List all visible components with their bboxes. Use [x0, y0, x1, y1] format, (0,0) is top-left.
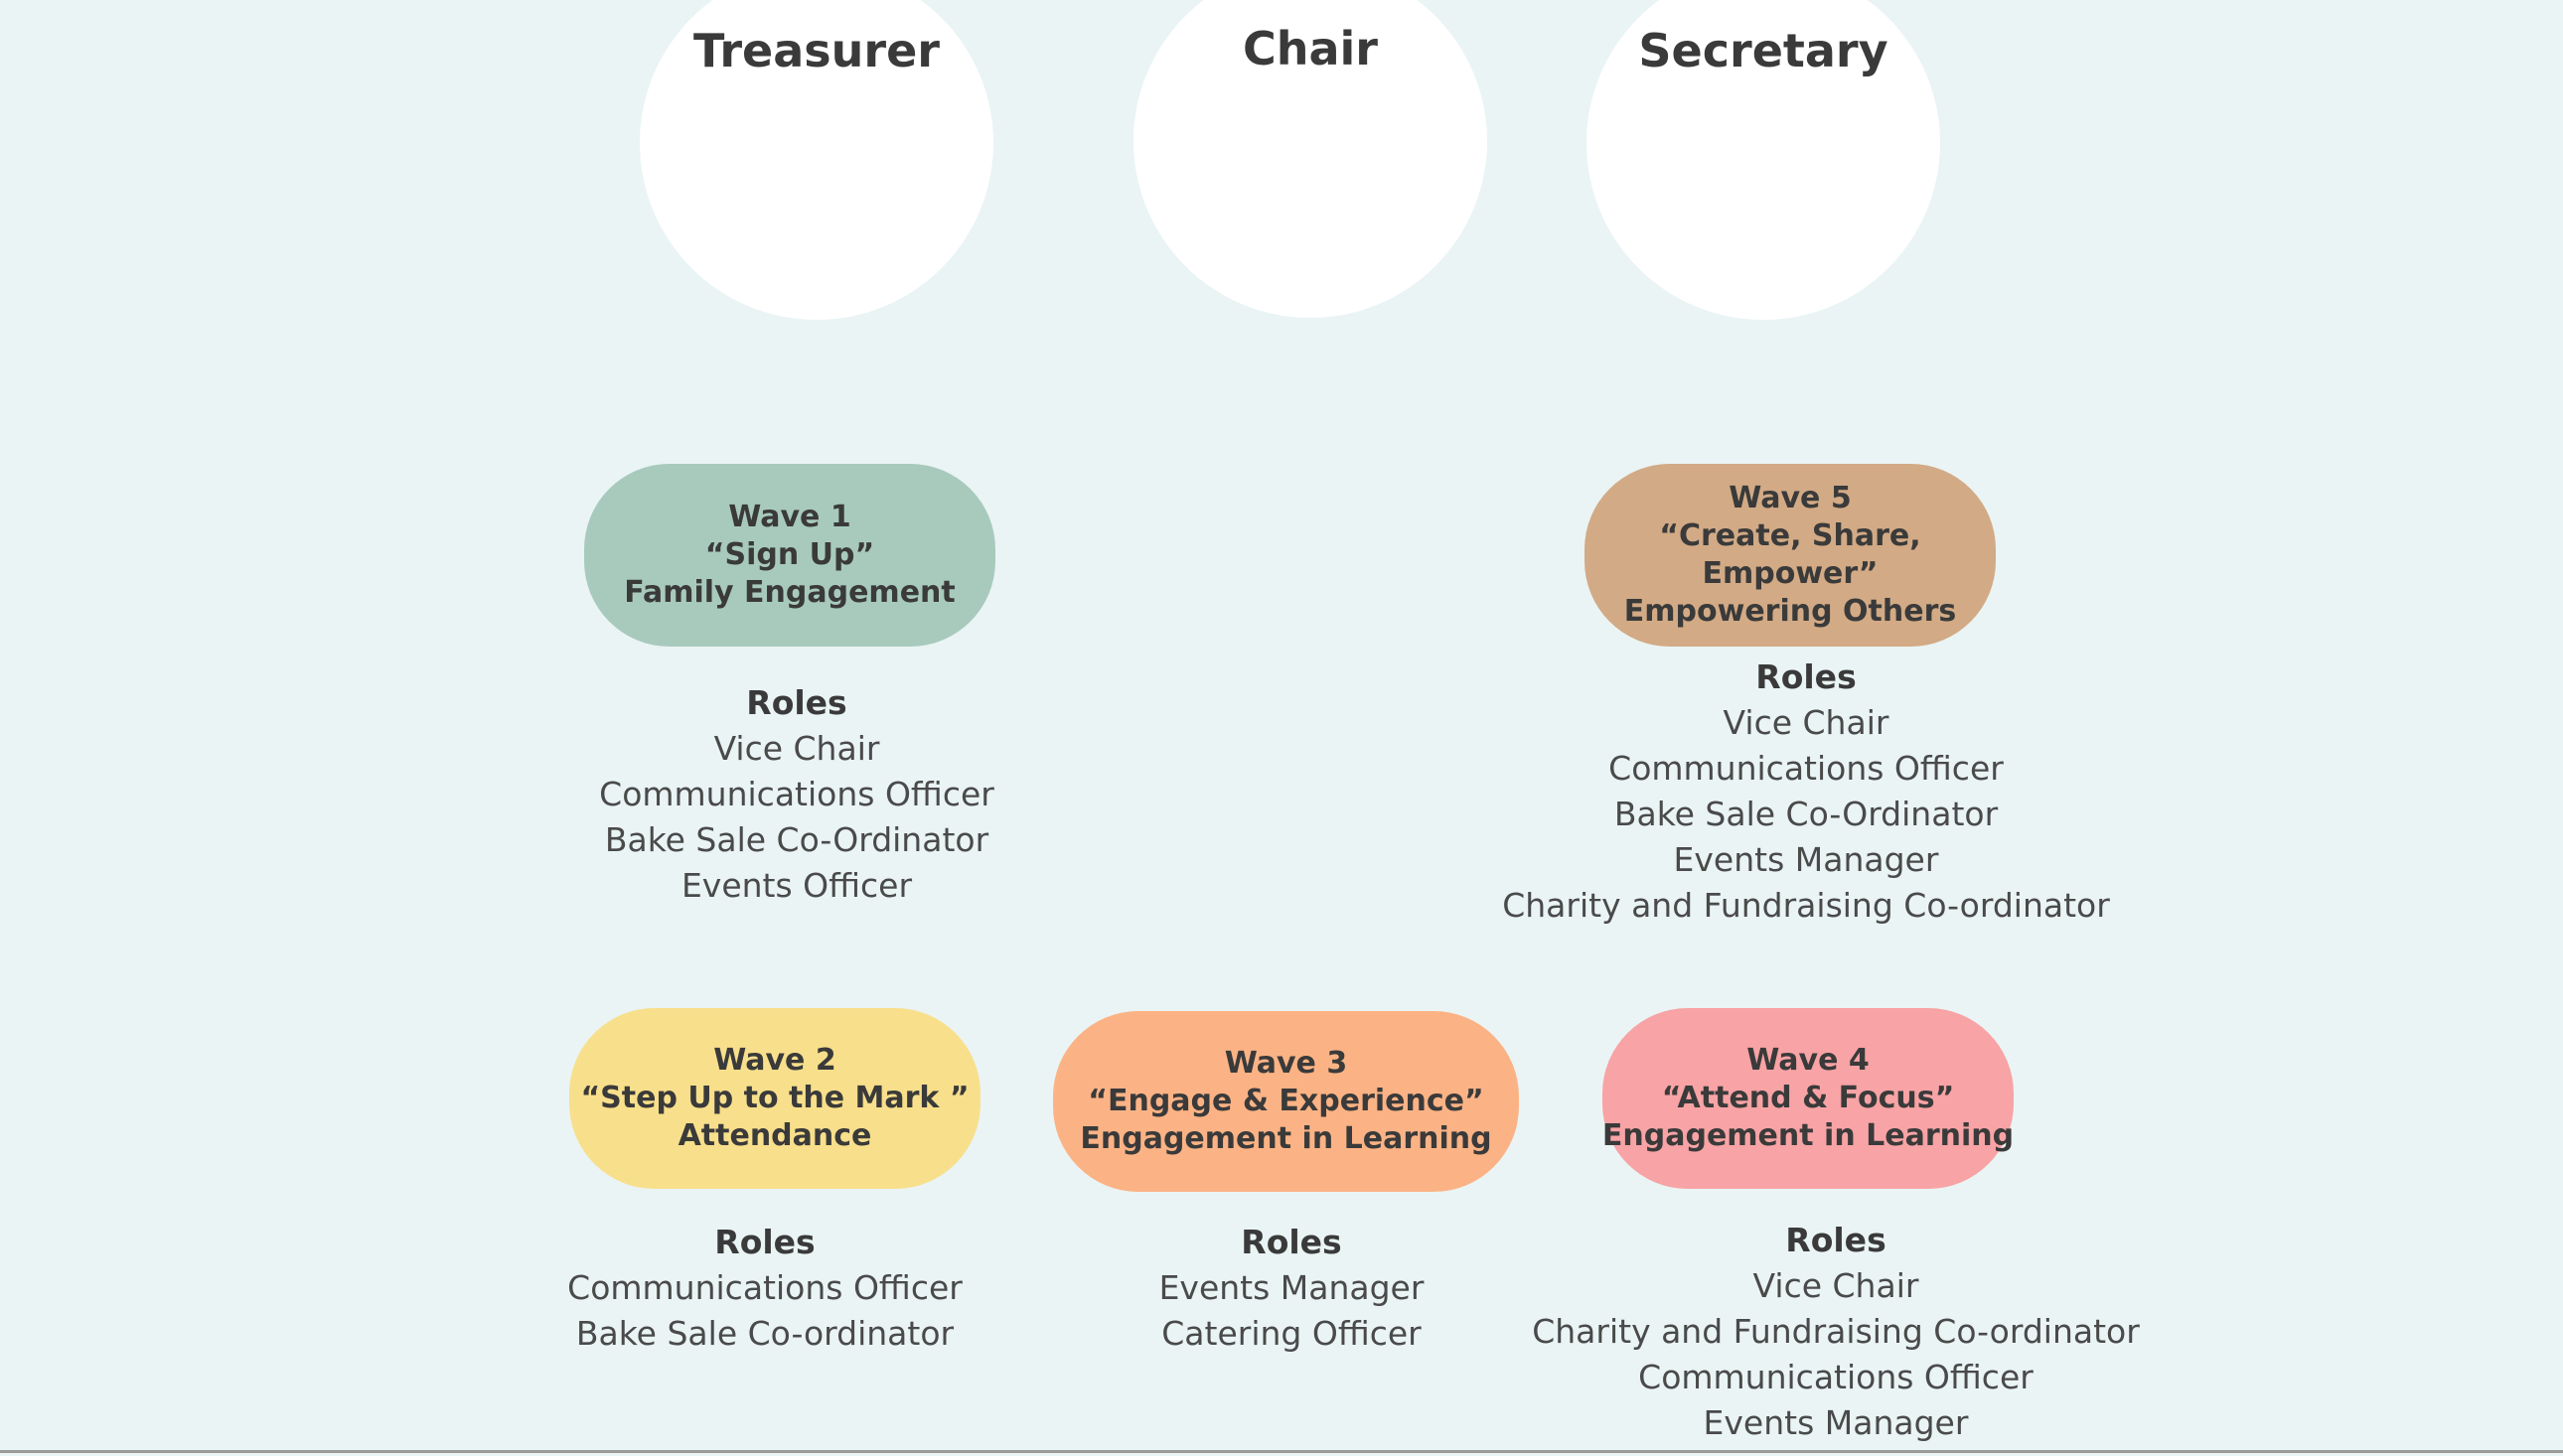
wave-4-role: Vice Chair	[1752, 1266, 1919, 1305]
wave-3-roles-heading: Roles	[1241, 1223, 1342, 1261]
wave-5-line-4: Empowering Others	[1623, 594, 1957, 629]
wave-3-pill: Wave 3 “Engage & Experience” Engagement …	[1053, 1011, 1519, 1192]
wave-2-pill: Wave 2 “Step Up to the Mark ” Attendance	[569, 1008, 980, 1189]
wave-2-line-1: Wave 2	[713, 1043, 836, 1078]
wave-1-pill: Wave 1 “Sign Up” Family Engagement	[584, 464, 995, 647]
wave-5-line-2: “Create, Share,	[1659, 518, 1921, 553]
wave-4-line-3: Engagement in Learning	[1601, 1118, 2015, 1153]
wave-5-roles-heading: Roles	[1755, 657, 1857, 696]
wave-2-title: Wave 2 “Step Up to the Mark ” Attendance	[580, 1042, 969, 1155]
wave-3-line-3: Engagement in Learning	[1080, 1121, 1492, 1156]
wave-2-roles-heading: Roles	[714, 1223, 816, 1261]
wave-4-roles-heading: Roles	[1785, 1221, 1886, 1259]
wave-5-title: Wave 5 “Create, Share, Empower” Empoweri…	[1624, 480, 1956, 631]
wave-4-roles: Roles Vice Chair Charity and Fundraising…	[1532, 1218, 2140, 1446]
wave-2-line-3: Attendance	[678, 1118, 872, 1153]
wave-3-role: Catering Officer	[1161, 1314, 1422, 1353]
wave-1-line-3: Family Engagement	[624, 575, 956, 610]
wave-5-roles: Roles Vice Chair Communications Officer …	[1502, 655, 2110, 929]
wave-5-role: Bake Sale Co-Ordinator	[1613, 795, 1999, 833]
wave-2-line-2: “Step Up to the Mark ”	[580, 1081, 970, 1115]
wave-5-role: Vice Chair	[1723, 703, 1889, 742]
officer-label-chair: Chair	[1242, 22, 1378, 75]
bottom-divider	[0, 1450, 2563, 1453]
wave-3-line-2: “Engage & Experience”	[1088, 1084, 1484, 1118]
officer-circle-secretary: Secretary	[1586, 0, 1940, 320]
wave-2-role: Communications Officer	[567, 1268, 963, 1307]
wave-3-title: Wave 3 “Engage & Experience” Engagement …	[1080, 1045, 1491, 1158]
wave-4-role: Charity and Fundraising Co-ordinator	[1532, 1312, 2140, 1351]
wave-4-line-1: Wave 4	[1746, 1043, 1870, 1078]
wave-1-role: Communications Officer	[599, 775, 994, 813]
wave-1-roles-heading: Roles	[746, 683, 847, 722]
officer-circle-chair: Chair	[1133, 0, 1487, 318]
wave-2-role: Bake Sale Co-ordinator	[575, 1314, 955, 1353]
wave-5-pill: Wave 5 “Create, Share, Empower” Empoweri…	[1584, 464, 1996, 647]
wave-1-role: Vice Chair	[713, 729, 880, 768]
wave-4-role: Events Manager	[1703, 1403, 1969, 1442]
wave-5-line-3: Empower”	[1702, 556, 1879, 591]
officer-label-treasurer: Treasurer	[693, 24, 940, 77]
wave-1-line-1: Wave 1	[728, 500, 851, 534]
wave-3-roles: Roles Events Manager Catering Officer	[1159, 1220, 1425, 1357]
wave-1-role: Bake Sale Co-Ordinator	[604, 820, 989, 859]
wave-2-roles: Roles Communications Officer Bake Sale C…	[567, 1220, 963, 1357]
wave-4-pill: Wave 4 “Attend & Focus” Engagement in Le…	[1602, 1008, 2014, 1189]
wave-1-role: Events Officer	[680, 866, 913, 905]
wave-3-line-1: Wave 3	[1224, 1046, 1348, 1081]
wave-5-line-1: Wave 5	[1729, 481, 1852, 515]
wave-1-line-2: “Sign Up”	[704, 537, 875, 572]
wave-5-role: Charity and Fundraising Co-ordinator	[1502, 886, 2110, 925]
wave-4-title: Wave 4 “Attend & Focus” Engagement in Le…	[1602, 1042, 2014, 1155]
wave-1-title: Wave 1 “Sign Up” Family Engagement	[624, 499, 956, 612]
wave-1-roles: Roles Vice Chair Communications Officer …	[599, 680, 994, 909]
wave-4-line-2: “Attend & Focus”	[1661, 1081, 1955, 1115]
wave-5-role: Communications Officer	[1608, 749, 2004, 788]
officer-circle-treasurer: Treasurer	[640, 0, 993, 320]
wave-3-role: Events Manager	[1158, 1268, 1425, 1307]
wave-5-role: Events Manager	[1673, 840, 1939, 879]
officer-label-secretary: Secretary	[1638, 24, 1888, 77]
wave-4-role: Communications Officer	[1638, 1358, 2034, 1396]
